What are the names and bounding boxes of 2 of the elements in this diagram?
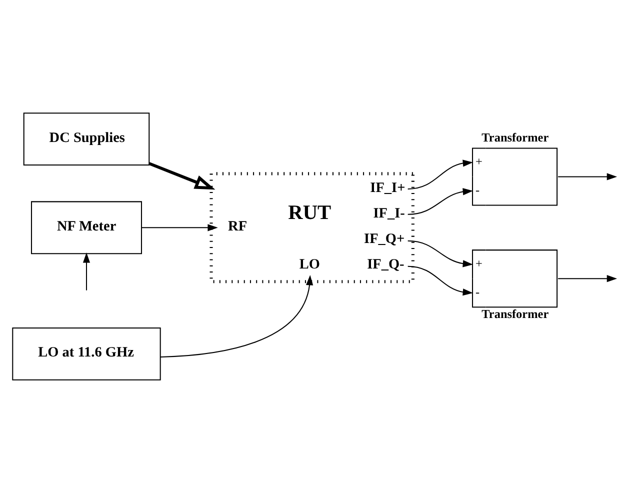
node-text: Transformer + - — [476, 130, 549, 197]
node-text: + - Transformer — [476, 256, 549, 320]
